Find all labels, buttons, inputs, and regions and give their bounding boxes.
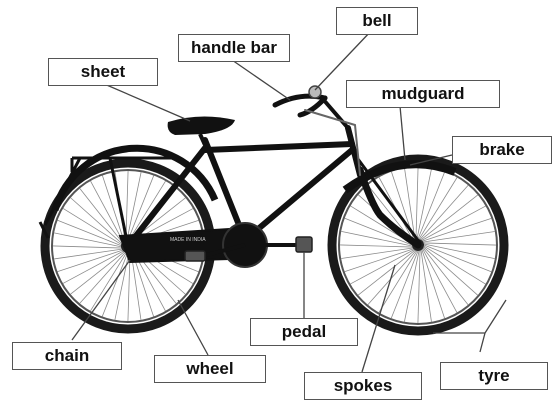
spoke: [424, 245, 491, 272]
spoke: [102, 252, 128, 316]
spoke: [419, 177, 457, 239]
bell-body: [309, 86, 321, 98]
spoke: [368, 251, 416, 305]
spoke: [80, 189, 123, 243]
leader-handle-bar: [232, 60, 290, 100]
spoke: [71, 251, 125, 294]
label-sheet: sheet: [48, 58, 158, 86]
label-wheel: wheel: [154, 355, 266, 383]
spoke: [416, 167, 418, 239]
frame: [128, 128, 420, 246]
label-pedal: pedal: [250, 318, 358, 346]
label-tyre: tyre: [440, 362, 548, 390]
spoke: [126, 171, 128, 240]
spoke: [129, 181, 166, 240]
spoke: [340, 245, 412, 247]
spoke: [424, 246, 486, 284]
label-spokes: spokes: [304, 372, 422, 400]
spoke: [424, 247, 478, 295]
spoke: [423, 232, 495, 242]
spoke: [71, 198, 123, 244]
spoke: [54, 249, 123, 259]
spoke: [391, 251, 418, 318]
spoke: [379, 251, 417, 313]
spoke: [418, 251, 420, 323]
label-handle-bar: handle bar: [178, 34, 290, 62]
leader-wheel: [178, 300, 208, 355]
spoke: [90, 252, 127, 311]
leader-mudguard: [400, 106, 405, 160]
frame-lettering: MADE IN INDIA: [170, 237, 206, 243]
top-tube: [205, 144, 352, 150]
label-brake: brake: [452, 136, 552, 164]
spoke: [63, 208, 122, 245]
spoke: [418, 172, 445, 239]
pedal-left: [185, 251, 205, 261]
spoke: [58, 220, 122, 246]
spoke: [341, 248, 413, 258]
label-chain: chain: [12, 342, 122, 370]
label-bell: bell: [336, 7, 418, 35]
spoke: [421, 195, 478, 240]
pedal-right: [296, 237, 312, 252]
label-mudguard: mudguard: [346, 80, 500, 108]
spoke: [420, 185, 468, 239]
spoke: [423, 248, 468, 305]
leader-sheet: [102, 83, 190, 121]
spoke: [80, 252, 126, 304]
spoke: [53, 246, 122, 248]
spoke: [421, 250, 431, 322]
saddle: [168, 116, 235, 145]
spoke: [424, 243, 496, 245]
spoke: [358, 250, 415, 295]
